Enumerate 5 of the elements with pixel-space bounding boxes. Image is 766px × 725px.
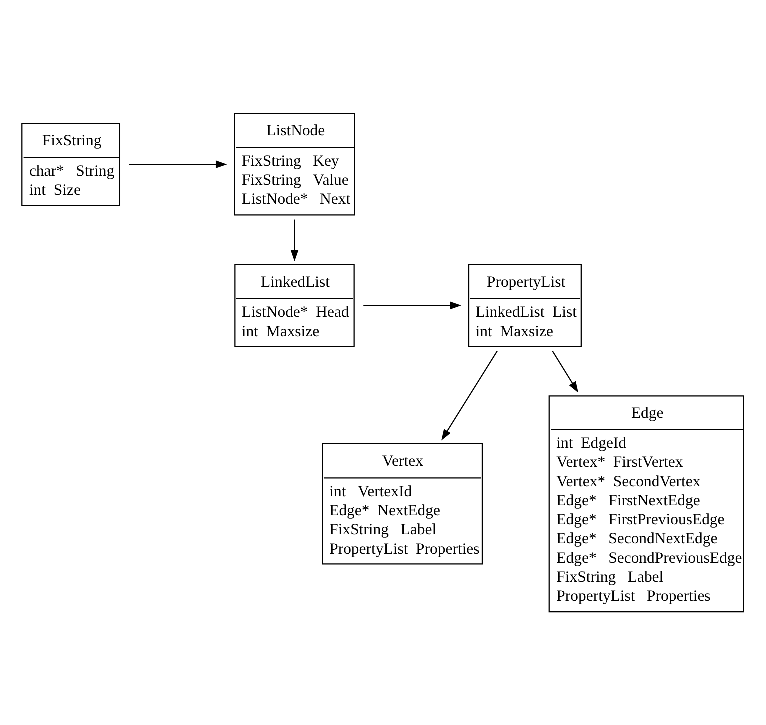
arrow <box>364 301 462 310</box>
arrow <box>129 160 228 168</box>
arrow <box>552 350 579 392</box>
arrow <box>290 219 299 262</box>
arrow <box>442 350 498 440</box>
